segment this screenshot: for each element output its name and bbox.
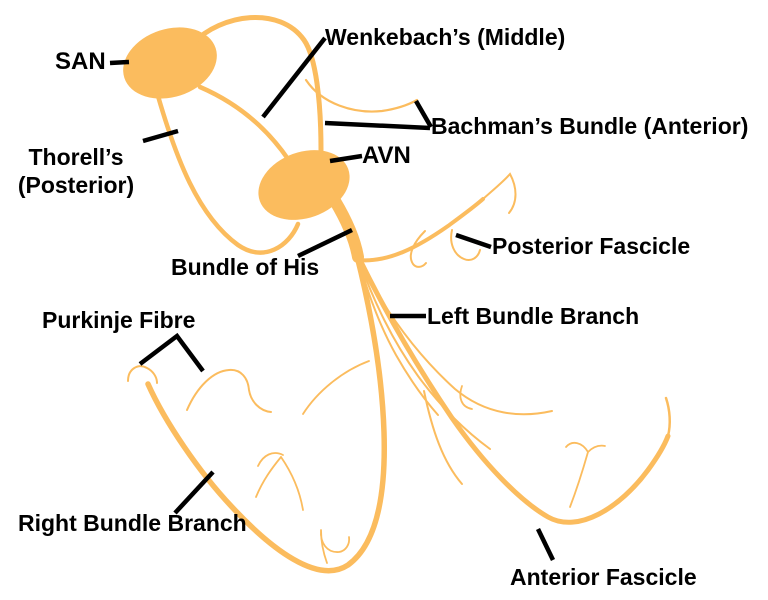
bundle-of-his-pointer-line xyxy=(297,227,353,259)
label-thorells-line1: Thorell’s xyxy=(28,144,124,170)
label-anterior-fascicle: Anterior Fascicle xyxy=(510,564,697,590)
left-bundle-branch-path-2 xyxy=(357,257,491,450)
label-left-bundle-branch: Left Bundle Branch xyxy=(427,303,640,329)
posterior-fascicle-pointer-line xyxy=(455,232,492,250)
label-posterior-fascicle: Posterior Fascicle xyxy=(492,233,691,259)
purkinje-twig-rbb-upper xyxy=(186,368,272,413)
left-bundle-twig xyxy=(459,385,473,410)
purkinje-twig-rbb-tip xyxy=(127,365,158,384)
bachman-pointer-line-upper xyxy=(414,99,433,129)
purkinje-twig-anterior xyxy=(565,441,606,508)
bachmans-bundle-path xyxy=(189,15,324,153)
label-bundle-of-his: Bundle of His xyxy=(171,254,320,280)
right-bundle-branch-path xyxy=(145,253,388,574)
avn-pointer-line xyxy=(329,153,363,164)
label-purkinje-fibre: Purkinje Fibre xyxy=(42,307,196,333)
wenkebach-pointer-line xyxy=(261,36,327,119)
label-thorells: Thorell’s (Posterior) xyxy=(0,143,152,199)
wenkebachs-path xyxy=(197,84,291,162)
septal-twig xyxy=(302,360,370,415)
thorells-path xyxy=(155,93,301,255)
purkinje-twig-rbb-lower xyxy=(320,529,351,564)
anterior-fascicle-pointer-line xyxy=(535,528,556,561)
purkinje-twig-rbb-mid xyxy=(255,452,304,511)
anterior-fascicle-inner-path xyxy=(423,390,463,485)
label-bachmans-bundle: Bachman’s Bundle (Anterior) xyxy=(431,113,749,139)
anterior-fascicle-tip-path xyxy=(664,396,671,438)
label-avn: AVN xyxy=(362,142,411,169)
posterior-fascicle-tip-path xyxy=(482,172,517,214)
bundle-of-his-path xyxy=(329,195,364,263)
anterior-fascicle-path xyxy=(356,255,671,525)
label-right-bundle-branch: Right Bundle Branch xyxy=(18,510,247,536)
thorell-pointer-line xyxy=(142,128,179,144)
right-bundle-branch-pointer-line xyxy=(173,470,215,515)
purkinje-pointer-line xyxy=(138,332,205,373)
san-pointer-line xyxy=(109,59,130,66)
posterior-fascicle-twigs xyxy=(409,229,481,268)
avn-node xyxy=(258,150,350,220)
label-thorells-line2: (Posterior) xyxy=(17,172,135,198)
label-wenkebachs: Wenkebach’s (Middle) xyxy=(325,24,566,50)
posterior-fascicle-path xyxy=(356,197,485,263)
bachmans-bundle-branch-path xyxy=(304,78,419,113)
label-san: SAN xyxy=(55,48,106,75)
bachman-pointer-line-lower xyxy=(324,120,431,131)
